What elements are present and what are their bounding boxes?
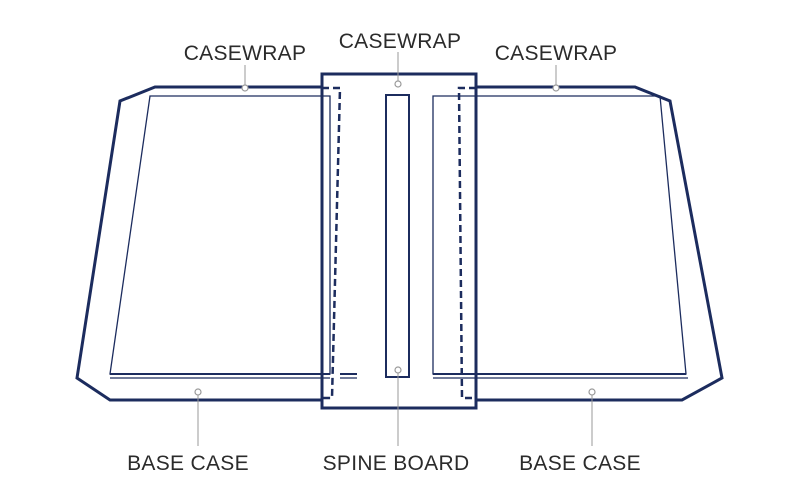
left-board-hidden-edge: [322, 86, 342, 400]
leader-casewrap-left: [241, 65, 249, 92]
leader-base-case-left: [194, 388, 202, 446]
label-spine-board: SPINE BOARD: [323, 452, 470, 475]
leader-casewrap-center: [394, 52, 402, 88]
base-case-left-board: [109, 95, 331, 379]
base-case-right-board: [432, 95, 688, 379]
label-casewrap-center: CASEWRAP: [339, 30, 462, 53]
leader-spine-board: [394, 366, 402, 446]
spine-casewrap: [320, 72, 478, 410]
label-casewrap-left: CASEWRAP: [184, 42, 307, 65]
label-base-case-left: BASE CASE: [127, 452, 249, 475]
right-board-hidden-edge: [457, 86, 476, 400]
casewrap-outline: [75, 85, 324, 402]
label-base-case-right: BASE CASE: [519, 452, 641, 475]
casewrap-outline-right: [474, 85, 724, 402]
leader-base-case-right: [588, 388, 596, 446]
spine-board: [385, 94, 410, 378]
leader-casewrap-right: [552, 65, 560, 92]
label-casewrap-right: CASEWRAP: [495, 42, 618, 65]
